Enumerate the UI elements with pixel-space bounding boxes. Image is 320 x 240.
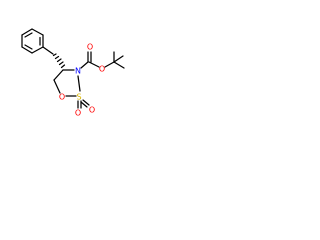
bond-inner [24, 44, 33, 50]
bond [113, 61, 125, 69]
bond [31, 46, 44, 54]
atom-o-ester: O [99, 65, 105, 74]
benzene-ring [21, 28, 44, 54]
oxathiazolidine-ring [53, 69, 81, 97]
bond [21, 28, 33, 36]
chemical-structure: N S O O O O O [21, 28, 125, 118]
bond [80, 101, 88, 108]
bond [42, 46, 54, 55]
bond [104, 61, 115, 68]
bond [77, 75, 81, 92]
bond [80, 61, 89, 69]
bond [88, 61, 100, 68]
atom-o-carbonyl: O [87, 43, 93, 52]
bond [21, 46, 33, 54]
bond [31, 28, 44, 36]
bond [113, 55, 124, 63]
bond [53, 79, 61, 94]
atom-o-ring: O [59, 93, 65, 102]
bond-inner [24, 32, 33, 38]
atom-n: N [75, 67, 81, 76]
atom-o-sulfonyl: O [89, 106, 95, 115]
atom-labels: N S O O O O O [59, 43, 105, 118]
atom-o-sulfonyl: O [75, 109, 81, 118]
atom-s: S [76, 93, 81, 102]
boc-group [80, 51, 125, 69]
bond [82, 99, 90, 106]
bond [53, 69, 64, 81]
hashed-wedge-bond [52, 53, 66, 69]
